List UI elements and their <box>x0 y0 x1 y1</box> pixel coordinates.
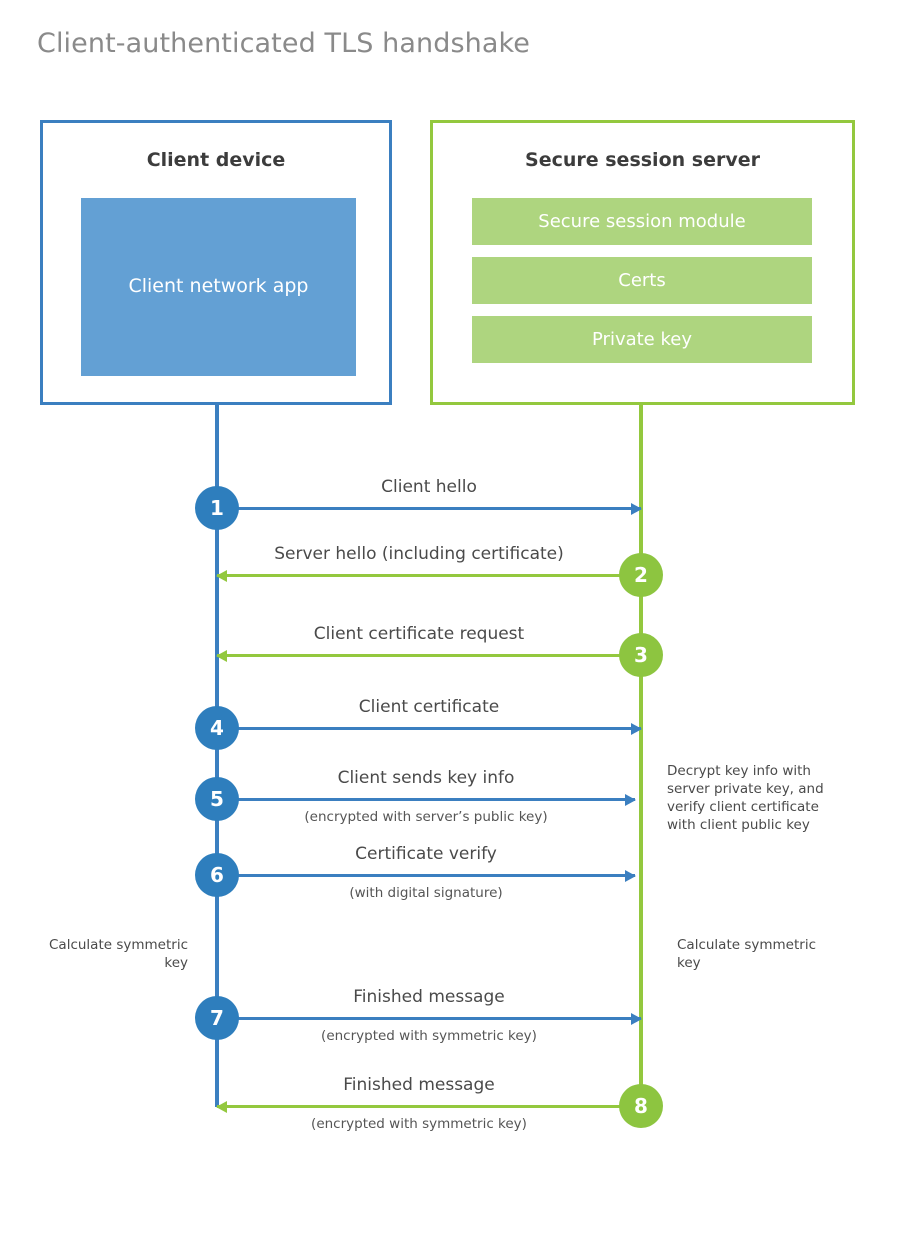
page-title: Client-authenticated TLS handshake <box>37 28 530 59</box>
client-device-box: Client device Client network app <box>40 120 392 405</box>
message-label-3: Client certificate request <box>313 624 525 644</box>
step-number-6: 6 <box>210 863 224 887</box>
arrow-head-right-icon <box>631 502 642 515</box>
server-component-secure-session-module: Secure session module <box>472 198 812 245</box>
step-marker-5: 5 <box>195 777 239 821</box>
step-number-1: 1 <box>210 496 224 520</box>
note-client-calculate-symmetric-key: Calculate symmetric key <box>49 937 188 971</box>
message-sublabel-6: (with digital signature) <box>349 885 503 901</box>
arrow-shaft <box>217 654 621 657</box>
message-sublabel-7: (encrypted with symmetric key) <box>321 1028 537 1044</box>
step-number-7: 7 <box>210 1006 224 1030</box>
arrow-shaft <box>217 727 641 730</box>
note-server-calculate-symmetric-key: Calculate symmetric key <box>677 937 816 971</box>
step-marker-3: 3 <box>619 633 663 677</box>
message-label-4: Client certificate <box>358 697 500 717</box>
message-label-5: Client sends key info <box>337 768 515 788</box>
arrow-head-right-icon <box>631 1012 642 1025</box>
step-marker-7: 7 <box>195 996 239 1040</box>
arrow-head-left-icon <box>216 1100 227 1113</box>
message-label-8: Finished message <box>343 1075 495 1095</box>
arrow-shaft <box>217 507 641 510</box>
server-component-certs: Certs <box>472 257 812 304</box>
arrow-head-right-icon <box>625 793 636 806</box>
step-number-3: 3 <box>634 643 648 667</box>
server-component-private-key: Private key <box>472 316 812 363</box>
note-server-decrypt: Decrypt key info with server private key… <box>667 763 824 833</box>
message-label-7: Finished message <box>353 987 505 1007</box>
step-marker-4: 4 <box>195 706 239 750</box>
server-components-list: Secure session module Certs Private key <box>472 198 812 375</box>
arrow-shaft <box>217 874 635 877</box>
arrow-head-left-icon <box>216 569 227 582</box>
arrow-head-right-icon <box>631 722 642 735</box>
arrow-head-left-icon <box>216 649 227 662</box>
client-device-title: Client device <box>146 149 286 171</box>
secure-session-server-title: Secure session server <box>525 149 760 171</box>
arrow-shaft <box>217 1105 621 1108</box>
arrow-shaft <box>217 1017 641 1020</box>
step-number-8: 8 <box>634 1094 648 1118</box>
arrow-shaft <box>217 574 621 577</box>
message-sublabel-8: (encrypted with symmetric key) <box>311 1116 527 1132</box>
client-lifeline <box>215 404 219 1107</box>
step-marker-2: 2 <box>619 553 663 597</box>
step-marker-8: 8 <box>619 1084 663 1128</box>
step-number-5: 5 <box>210 787 224 811</box>
arrow-head-right-icon <box>625 869 636 882</box>
secure-session-server-box: Secure session server Secure session mod… <box>430 120 855 405</box>
message-sublabel-5: (encrypted with server’s public key) <box>304 809 548 825</box>
server-lifeline <box>639 404 643 1107</box>
step-marker-6: 6 <box>195 853 239 897</box>
step-marker-1: 1 <box>195 486 239 530</box>
step-number-2: 2 <box>634 563 648 587</box>
client-network-app-block: Client network app <box>81 198 356 376</box>
arrow-shaft <box>217 798 635 801</box>
message-label-2: Server hello (including certificate) <box>274 544 564 564</box>
step-number-4: 4 <box>210 716 224 740</box>
message-label-1: Client hello <box>381 477 477 497</box>
message-label-6: Certificate verify <box>355 844 497 864</box>
